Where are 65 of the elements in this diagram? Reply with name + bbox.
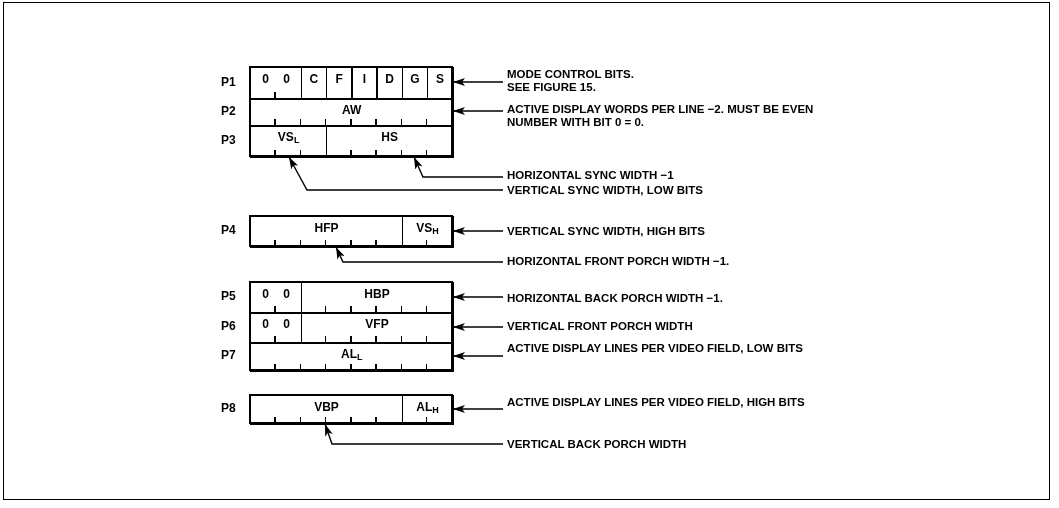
leader-arrow	[452, 352, 504, 360]
field-description: VERTICAL SYNC WIDTH, LOW BITS	[507, 184, 704, 197]
field-name: S	[436, 72, 445, 86]
leader-arrow	[452, 227, 504, 235]
field-name: VS$_{L}$	[277, 130, 300, 144]
leader-arrow	[452, 78, 504, 86]
field-description: ACTIVE DISPLAY WORDS PER LINE −2. MUST BE EVEN NUMBER WITH BIT 0 = 0.	[507, 103, 815, 129]
register-label: P4	[221, 224, 236, 236]
field-name: D	[385, 72, 394, 86]
field-name: F	[335, 72, 343, 86]
bit-field	[325, 125, 454, 158]
leader-arrow	[288, 156, 504, 191]
register-label: P5	[221, 290, 236, 302]
field-name: AW	[342, 103, 362, 117]
field-name: AL$_{H}$	[416, 400, 439, 414]
field-name: 0	[283, 287, 290, 301]
field-name: VBP	[314, 400, 339, 414]
field-name: 0	[283, 317, 290, 331]
bit-field	[300, 312, 454, 344]
leader-arrow	[335, 246, 504, 263]
register-label: P6	[221, 320, 236, 332]
field-description: VERTICAL SYNC WIDTH, HIGH BITS	[507, 225, 706, 238]
leader-arrow	[452, 405, 504, 413]
field-name: HFP	[314, 221, 339, 235]
bit-field	[401, 216, 454, 248]
field-description: VERTICAL BACK PORCH WIDTH	[507, 438, 688, 451]
field-name: 0	[262, 287, 269, 301]
bit-field	[325, 67, 353, 100]
register-label: P7	[221, 349, 236, 361]
bit-field	[426, 67, 454, 100]
leader-arrow	[324, 423, 504, 445]
bit-field	[376, 67, 403, 100]
bit-field	[351, 67, 378, 100]
leader-arrow	[452, 293, 504, 301]
field-description: HORIZONTAL SYNC WIDTH −1	[507, 169, 675, 182]
field-description: HORIZONTAL BACK PORCH WIDTH −1.	[507, 292, 724, 305]
field-name: C	[309, 72, 319, 86]
leader-arrow	[413, 156, 504, 178]
bit-field	[401, 395, 454, 425]
bit-field	[250, 125, 328, 158]
field-name: AL$_{L}$	[341, 347, 363, 361]
bit-field	[250, 312, 302, 344]
field-name: 0	[262, 72, 269, 86]
bit-field	[250, 342, 454, 372]
field-name: HBP	[364, 287, 390, 301]
field-name: I	[362, 72, 367, 86]
bit-field	[300, 282, 454, 314]
field-description: HORIZONTAL FRONT PORCH WIDTH −1.	[507, 255, 731, 268]
register-label: P1	[221, 75, 236, 88]
register-label: P2	[221, 104, 236, 117]
field-description: VERTICAL FRONT PORCH WIDTH	[507, 320, 694, 333]
field-name: 0	[262, 317, 269, 331]
leader-arrow	[452, 323, 504, 331]
field-name: G	[410, 72, 420, 86]
register-label: P8	[221, 402, 236, 414]
field-name: VS$_{H}$	[416, 221, 439, 235]
field-name: 0	[283, 72, 290, 86]
register-label: P3	[221, 133, 236, 146]
field-description: MODE CONTROL BITS. SEE FIGURE 15.	[507, 68, 635, 94]
field-description: ACTIVE DISPLAY LINES PER VIDEO FIELD, LOW BITS	[507, 342, 804, 355]
field-name: HS	[381, 130, 398, 144]
field-description: ACTIVE DISPLAY LINES PER VIDEO FIELD, HIGH BITS	[507, 396, 806, 409]
field-name: VFP	[365, 317, 389, 331]
leader-arrow	[452, 107, 504, 115]
bit-field	[250, 98, 454, 127]
